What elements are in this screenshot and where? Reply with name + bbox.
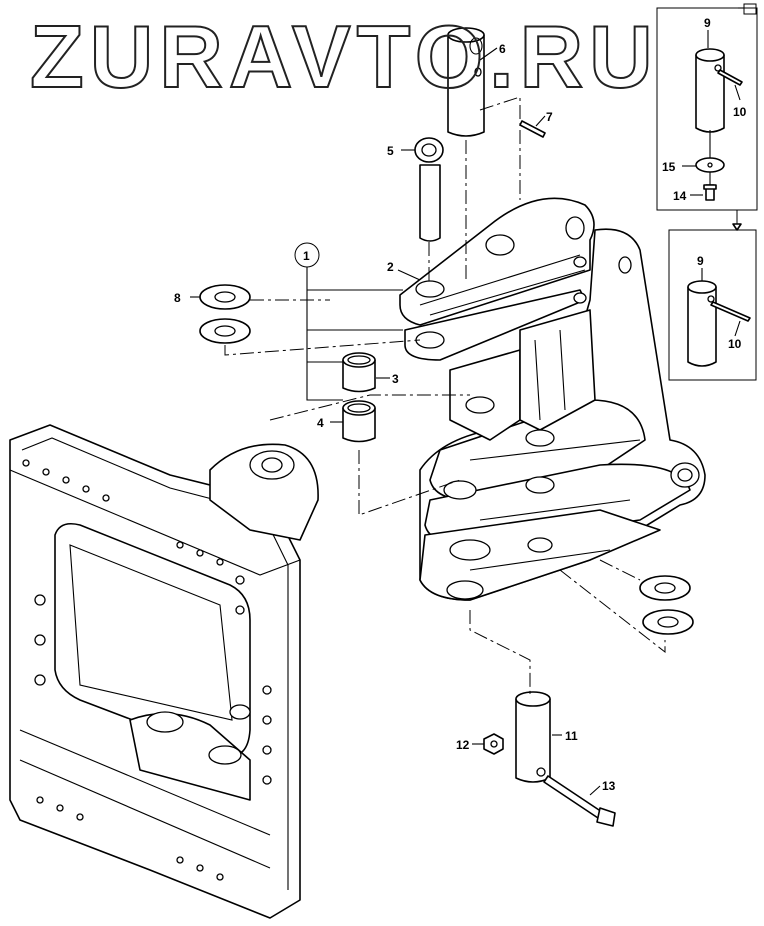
callout-12: 12 <box>456 738 470 752</box>
callout-15: 15 <box>662 160 676 174</box>
chassis-frame <box>9 424 319 919</box>
callout-10-bottom: 10 <box>728 337 742 351</box>
watermark: ZURAVTO.RU <box>30 7 659 106</box>
callout-4: 4 <box>317 416 324 430</box>
callout-10-top: 10 <box>733 105 747 119</box>
callout-6: 6 <box>499 42 506 56</box>
callout-9-bottom: 9 <box>697 254 704 268</box>
washers-right <box>639 575 694 635</box>
spring-pin <box>519 120 546 138</box>
washers-left <box>199 284 251 344</box>
callout-5: 5 <box>387 144 394 158</box>
detail-box-bottom <box>668 229 757 381</box>
callout-13: 13 <box>602 779 616 793</box>
assembly-centerlines <box>224 96 666 695</box>
leader-lines <box>190 30 741 796</box>
callout-1-bracket <box>294 242 403 401</box>
callout-11: 11 <box>565 729 578 743</box>
callout-2: 2 <box>387 260 394 274</box>
lower-pin <box>515 691 551 783</box>
detail-box-top <box>656 7 758 231</box>
callout-8: 8 <box>174 291 181 305</box>
callout-9-top: 9 <box>704 16 711 30</box>
bolt <box>543 775 616 827</box>
callout-3: 3 <box>392 372 399 386</box>
eye-pin <box>414 137 444 242</box>
callout-labels: 1 2 3 4 5 6 7 8 9 9 10 10 11 12 13 14 15 <box>174 16 747 793</box>
bushings <box>342 352 376 443</box>
callout-7: 7 <box>546 110 553 124</box>
top-pin <box>447 27 485 137</box>
corner-mark <box>738 3 757 15</box>
callout-1: 1 <box>303 249 310 263</box>
upper-link <box>399 197 595 361</box>
callout-14: 14 <box>673 189 687 203</box>
swing-bracket <box>419 228 706 601</box>
nut <box>483 733 504 755</box>
